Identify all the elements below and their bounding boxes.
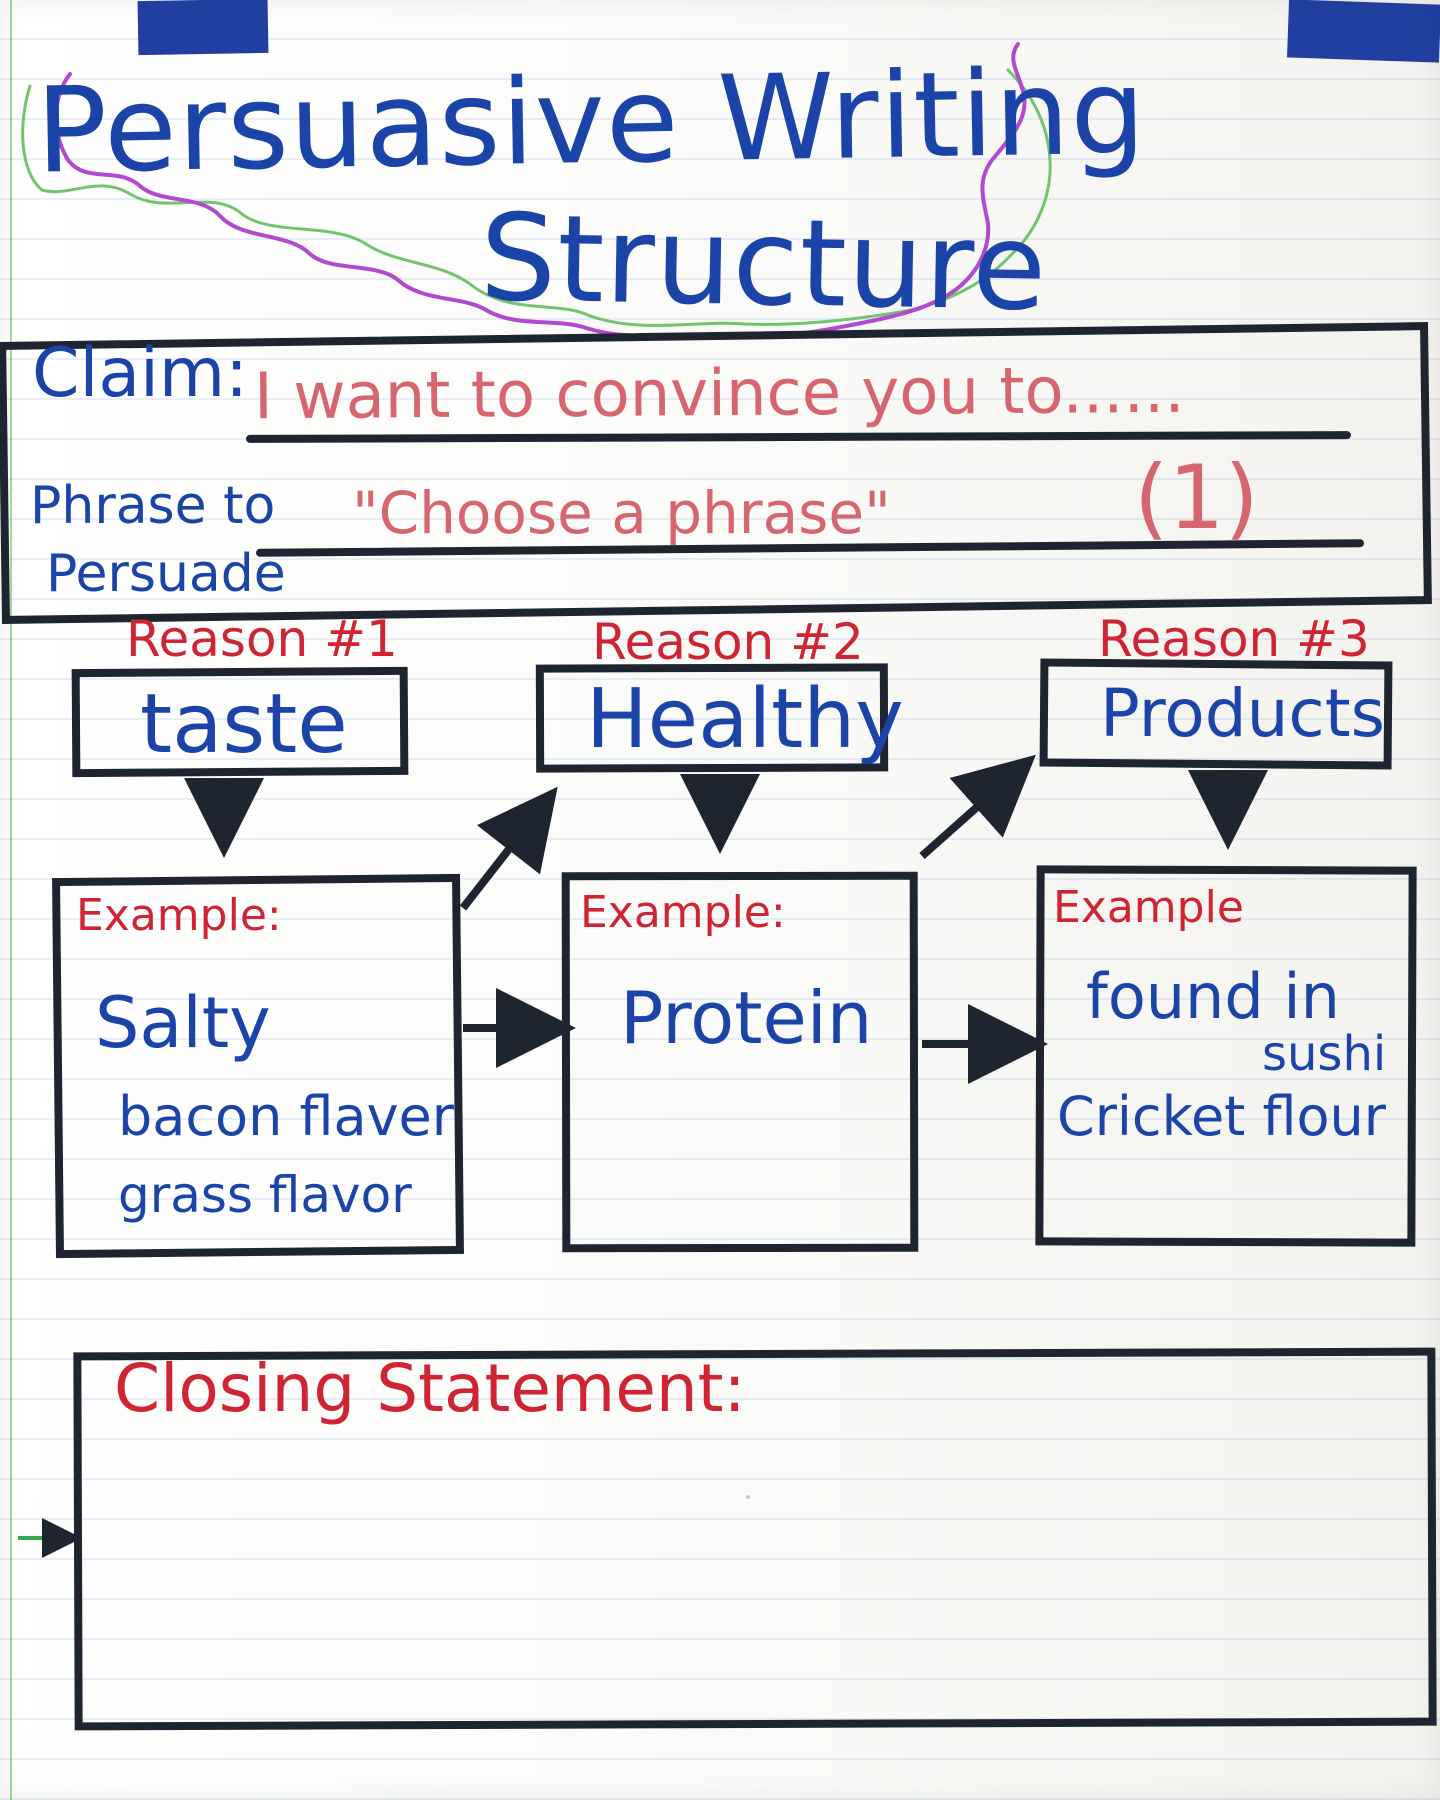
phrase-label-line-1: Phrase to	[30, 476, 276, 536]
example-3-item-2: sushi	[1262, 1026, 1387, 1082]
reason-3-value: Products	[1100, 675, 1385, 752]
title-line-1: Persuasive Writing	[34, 42, 1148, 200]
reason-1-value: taste	[140, 677, 348, 772]
right-tape	[1287, 0, 1440, 63]
example-1-item-3: grass flavor	[118, 1166, 412, 1224]
purple-title-outline	[54, 42, 1027, 340]
left-margin-line	[10, 0, 12, 1800]
example-3-item-3: Cricket flour	[1057, 1085, 1386, 1148]
claim-text: I want to convince you to......	[253, 353, 1185, 435]
title-outline-svg	[21, 42, 1052, 340]
title-line-2: Structure	[478, 189, 1049, 338]
reason-2-label: Reason #2	[592, 613, 864, 671]
small-paper-mark	[746, 1495, 750, 1499]
example-2-label: Example:	[580, 887, 786, 938]
reason-1-label: Reason #1	[126, 610, 398, 668]
green-title-outline	[21, 68, 1052, 327]
reason-2-value: Healthy	[586, 672, 904, 767]
example-1-label: Example:	[76, 890, 282, 941]
claim-label: Claim:	[32, 334, 249, 413]
example-3-label: Example	[1053, 882, 1244, 933]
example-1-item-1: Salty	[95, 982, 271, 1064]
phrase-text: "Choose a phrase"	[352, 479, 891, 547]
phrase-label-line-2: Persuade	[46, 544, 286, 604]
closing-statement-label: Closing Statement:	[114, 1350, 746, 1427]
reason-3-label: Reason #3	[1098, 610, 1370, 668]
example-2-item-1: Protein	[620, 976, 873, 1060]
example-3-item-1: found in	[1086, 960, 1340, 1033]
example-1-item-2: bacon flaver	[118, 1085, 454, 1148]
title-area: Persuasive Writing Structure	[10, 34, 1190, 340]
phrase-number: (1)	[1134, 446, 1259, 549]
